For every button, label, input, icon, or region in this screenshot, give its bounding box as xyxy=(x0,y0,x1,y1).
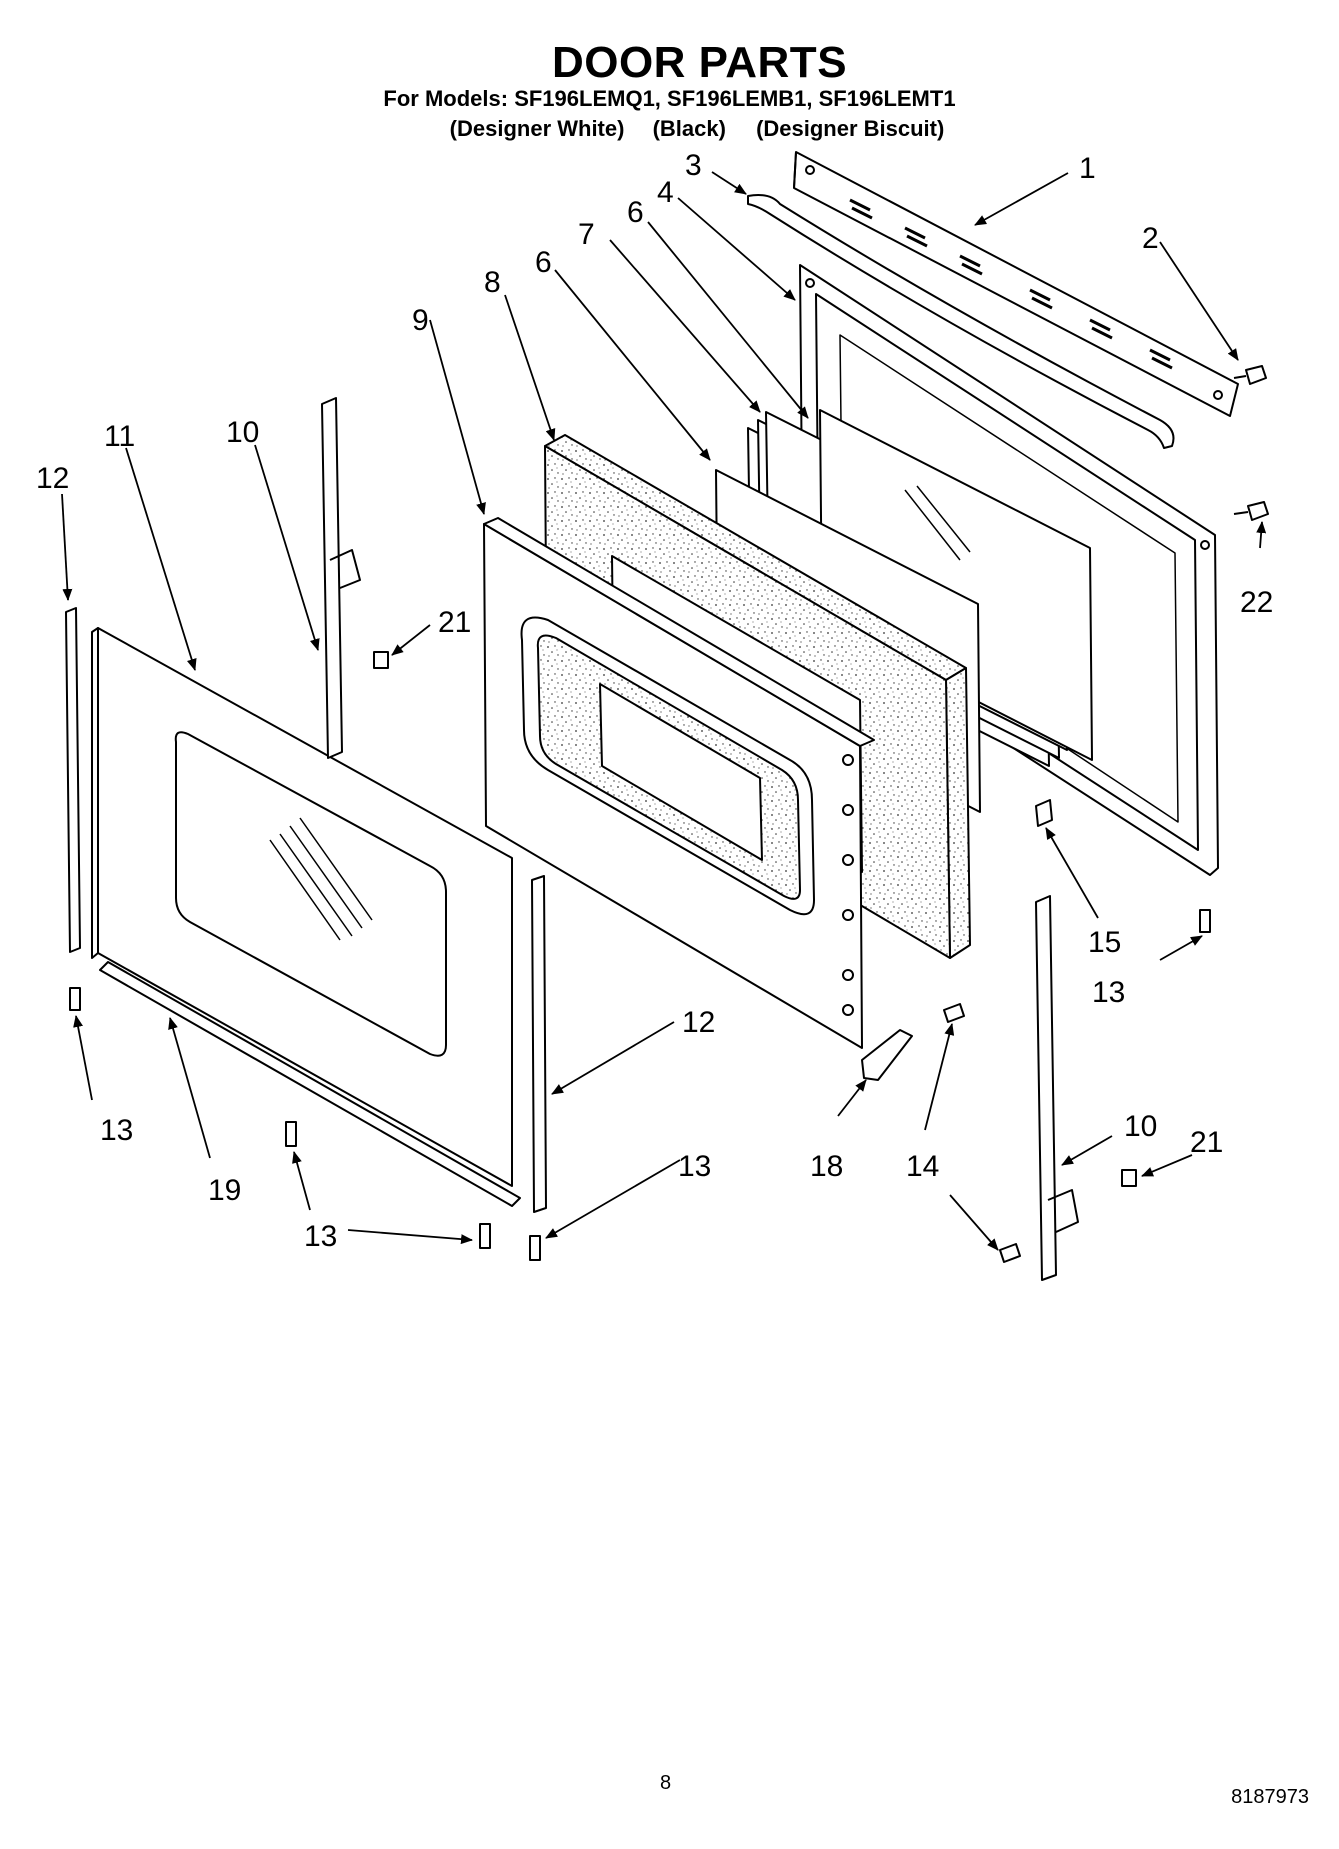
door-handle-part-3 xyxy=(747,194,1175,449)
outer-door-glass-part-11 xyxy=(91,627,513,1187)
callout-13-bottom-center: 13 xyxy=(678,1150,711,1183)
document-number: 8187973 xyxy=(1231,1786,1309,1808)
callout-8: 8 xyxy=(484,266,501,299)
models-line: For Models: SF196LEMQ1, SF196LEMB1, SF19… xyxy=(383,86,956,111)
screw-part-14-lower xyxy=(999,1243,1021,1263)
callout-12-right: 12 xyxy=(682,1006,715,1039)
variant-black: (Black) xyxy=(652,116,726,141)
callout-10-upper: 10 xyxy=(226,416,259,449)
callout-13-left: 13 xyxy=(100,1114,133,1147)
callout-9: 9 xyxy=(412,304,429,337)
callout-13-bottom-left: 13 xyxy=(304,1220,337,1253)
variant-designer-biscuit: (Designer Biscuit) xyxy=(756,116,945,141)
callout-6-lower: 6 xyxy=(535,246,552,279)
callout-4: 4 xyxy=(657,176,674,209)
callout-6-upper: 6 xyxy=(627,196,644,229)
callout-7: 7 xyxy=(578,218,595,251)
hinge-part-10-right xyxy=(1035,895,1079,1281)
callout-21-lower: 21 xyxy=(1190,1126,1223,1159)
bottom-trim-part-19 xyxy=(99,961,521,1207)
callout-labels: 1 2 3 4 6 7 6 8 9 10 11 12 21 22 15 13 1… xyxy=(36,149,1273,1253)
callout-3: 3 xyxy=(685,149,702,182)
callout-2: 2 xyxy=(1142,222,1159,255)
callout-11: 11 xyxy=(104,420,135,453)
hinge-part-10-left xyxy=(321,397,361,759)
callout-15: 15 xyxy=(1088,926,1121,959)
side-trim-part-12-left xyxy=(65,607,81,953)
leader-lines xyxy=(61,171,1267,1251)
screw-part-14-upper xyxy=(943,1003,965,1023)
clip-part-15 xyxy=(1035,799,1053,827)
callout-18: 18 xyxy=(810,1150,843,1183)
callout-1: 1 xyxy=(1079,152,1096,185)
callout-21-upper: 21 xyxy=(438,606,471,639)
vent-trim-part-1 xyxy=(793,151,1239,417)
callout-12-left: 12 xyxy=(36,462,69,495)
screw-part-2 xyxy=(1233,365,1267,385)
callout-13-right: 13 xyxy=(1092,976,1125,1009)
side-trim-part-12-right xyxy=(531,875,547,1213)
callout-10-lower: 10 xyxy=(1124,1110,1157,1143)
page-number: 8 xyxy=(660,1772,672,1794)
callout-22: 22 xyxy=(1240,586,1273,619)
screw-part-22 xyxy=(1233,501,1269,521)
callout-14: 14 xyxy=(906,1150,939,1183)
model-variants: (Designer White) (Black) (Designer Biscu… xyxy=(0,116,1339,142)
clip-part-21-left xyxy=(373,651,389,669)
bracket-part-18 xyxy=(861,1029,913,1081)
callout-19: 19 xyxy=(208,1174,241,1207)
door-liner-part-9 xyxy=(483,517,875,1049)
page-title: DOOR PARTS xyxy=(551,38,848,87)
clip-part-21-right xyxy=(1121,1169,1137,1187)
variant-designer-white: (Designer White) xyxy=(449,116,625,141)
screws-part-13 xyxy=(69,909,1211,1261)
